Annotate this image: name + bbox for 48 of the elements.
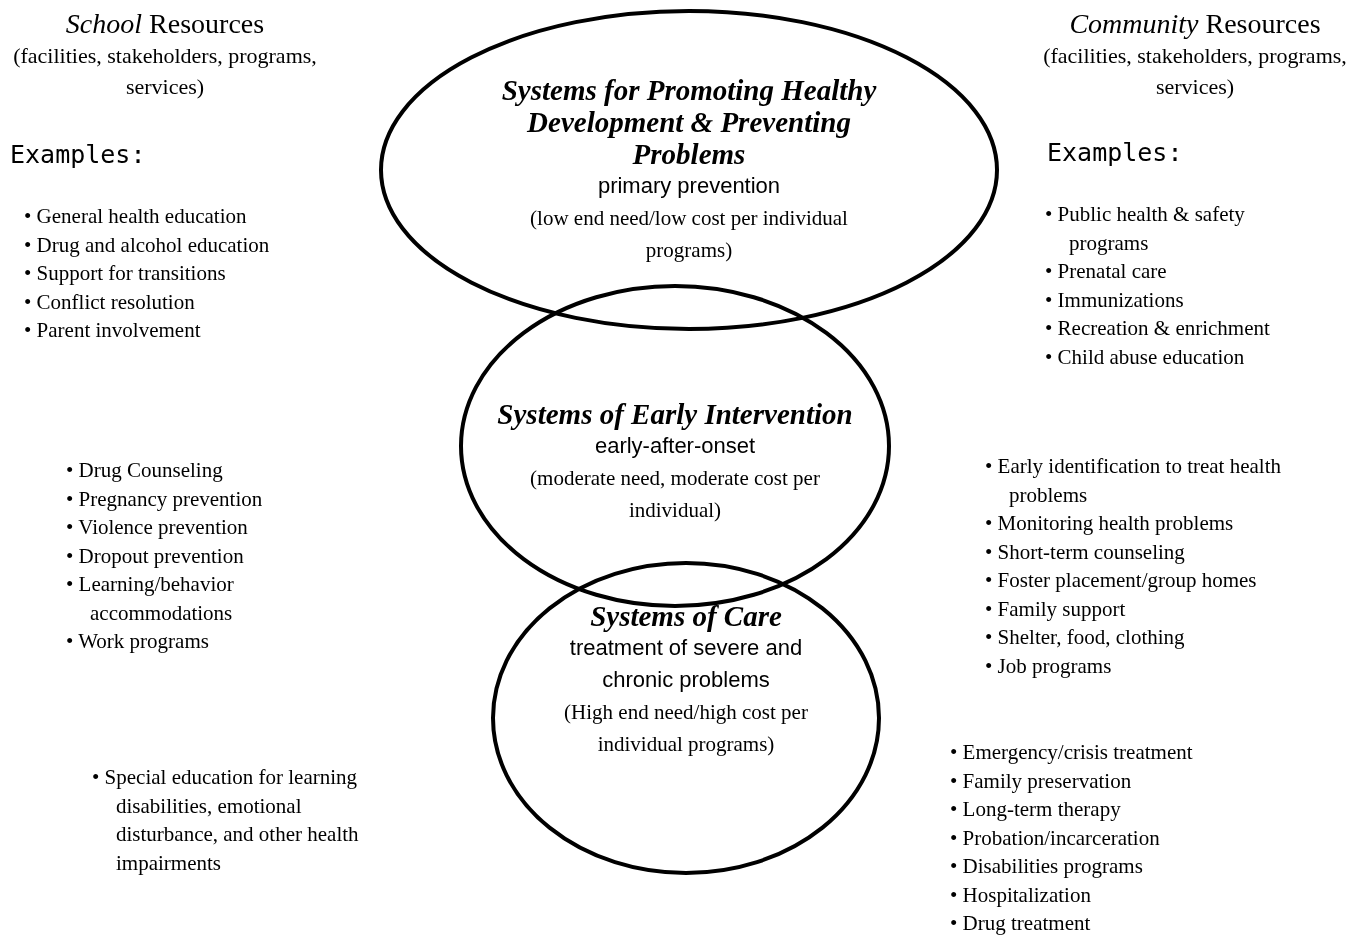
list-item: • Family preservation: [950, 767, 1133, 795]
subtitle-text: treatment of severe and chronic problems: [568, 634, 804, 694]
list-item: • Disabilities programs: [950, 853, 1144, 880]
subtitle-text: primary prevention: [597, 172, 781, 200]
list-item: • Learning/behavior accommodations: [66, 571, 235, 627]
list-item: • Support for transitions: [24, 260, 227, 287]
list-item: • Child abuse education: [1045, 343, 1246, 371]
list-item: • Dropout prevention: [66, 542, 245, 570]
examples-label: Examples:: [10, 140, 146, 169]
column-heading: Community Resources: [1068, 8, 1322, 40]
list-item: • Probation/incarceration: [950, 824, 1161, 852]
list-item: • Early identification to treat health problems: [985, 453, 1282, 509]
ellipse-title: Systems of Care: [590, 600, 782, 632]
list-item: • Long-term therapy: [950, 796, 1122, 823]
list-item: • Drug treatment: [950, 910, 1092, 937]
column-heading: School Resources: [64, 8, 266, 40]
list-item: • Shelter, food, clothing: [985, 624, 1186, 651]
list-item: • Immunizations: [1045, 286, 1185, 314]
list-item: • General health education: [24, 203, 248, 230]
list-item: • Monitoring health problems: [985, 510, 1235, 537]
list-item: • Drug and alcohol education: [24, 231, 271, 259]
list-item: • Special education for learning disabilities, emotional disturbance, and other health impairments: [92, 764, 360, 877]
list-item: • Recreation & enrichment: [1045, 315, 1271, 342]
ellipse-node: [378, 8, 1000, 332]
ellipse-title: Systems of Early Intervention: [497, 398, 853, 430]
list-item: • Hospitalization: [950, 881, 1092, 909]
ellipse-node: [490, 560, 882, 876]
subtitle-text: early-after-onset: [594, 432, 756, 460]
description-text: (High end need/high cost per individual programs): [563, 699, 809, 758]
examples-label: Examples:: [1047, 138, 1183, 167]
list-item: • Emergency/crisis treatment: [950, 739, 1194, 766]
list-item: • Prenatal care: [1045, 258, 1168, 285]
list-item: • Pregnancy prevention: [66, 485, 264, 513]
list-item: • Conflict resolution: [24, 288, 196, 316]
list-item: • Work programs: [66, 628, 210, 655]
list-item: • Short-term counseling: [985, 538, 1186, 566]
heading-note: (facilities, stakeholders, programs, services): [12, 42, 318, 101]
list-item: • Violence prevention: [66, 514, 249, 541]
ellipse-title: Systems for Promoting Healthy Development & Preventing Problems: [500, 74, 878, 170]
heading-note: (facilities, stakeholders, programs, services): [1042, 42, 1348, 101]
list-item: • Drug Counseling: [66, 457, 224, 484]
list-item: • Public health & safety programs: [1045, 201, 1246, 257]
list-item: • Parent involvement: [24, 317, 202, 344]
description-text: (low end need/low cost per individual programs): [529, 205, 849, 264]
list-item: • Foster placement/group homes: [985, 567, 1258, 594]
list-item: • Family support: [985, 595, 1127, 623]
description-text: (moderate need, moderate cost per individual): [529, 465, 821, 524]
list-item: • Job programs: [985, 652, 1113, 680]
